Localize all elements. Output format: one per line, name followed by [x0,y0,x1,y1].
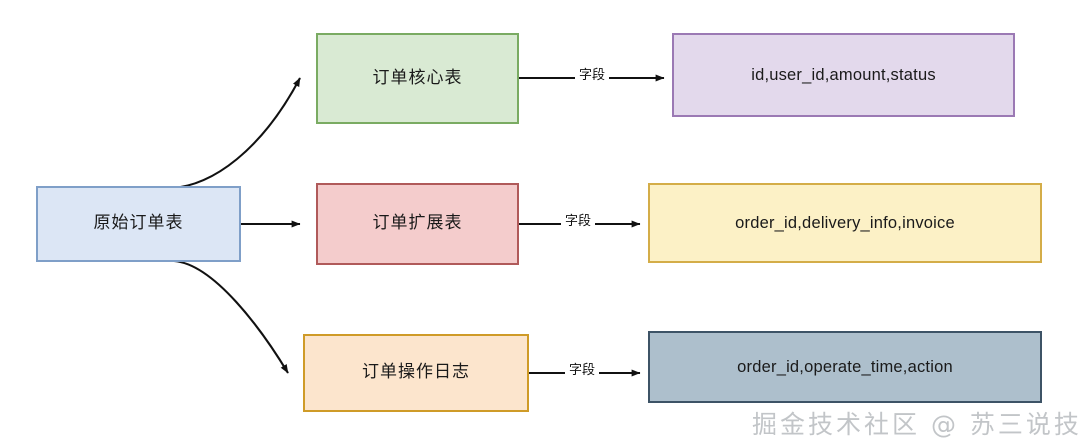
connector-source-to-core [171,77,301,190]
edge-label-extension-fields: 字段 [561,209,596,230]
node-order-core-table-label: 订单核心表 [372,67,463,88]
node-order-log-table-label: 订单操作日志 [362,362,470,383]
node-order-extension-fields-label: order_id,delivery_info,invoice [735,213,955,232]
node-order-core-fields[interactable]: id,user_id,amount,status [672,33,1015,117]
node-order-log-fields-label: order_id,operate_time,action [737,357,953,376]
edge-label-core-fields: 字段 [575,63,610,84]
edge-label-log-fields: 字段 [565,358,600,379]
node-order-core-table[interactable]: 订单核心表 [316,33,519,124]
node-order-core-fields-label: id,user_id,amount,status [751,65,936,84]
node-order-log-fields[interactable]: order_id,operate_time,action [648,331,1042,403]
node-order-extension-table-label: 订单扩展表 [372,213,463,234]
connector-source-to-log [173,259,289,374]
node-source-table[interactable]: 原始订单表 [36,186,241,262]
node-order-log-table[interactable]: 订单操作日志 [303,334,529,412]
node-order-extension-fields[interactable]: order_id,delivery_info,invoice [648,183,1042,263]
node-source-table-label: 原始订单表 [93,213,184,234]
node-order-extension-table[interactable]: 订单扩展表 [316,183,519,265]
